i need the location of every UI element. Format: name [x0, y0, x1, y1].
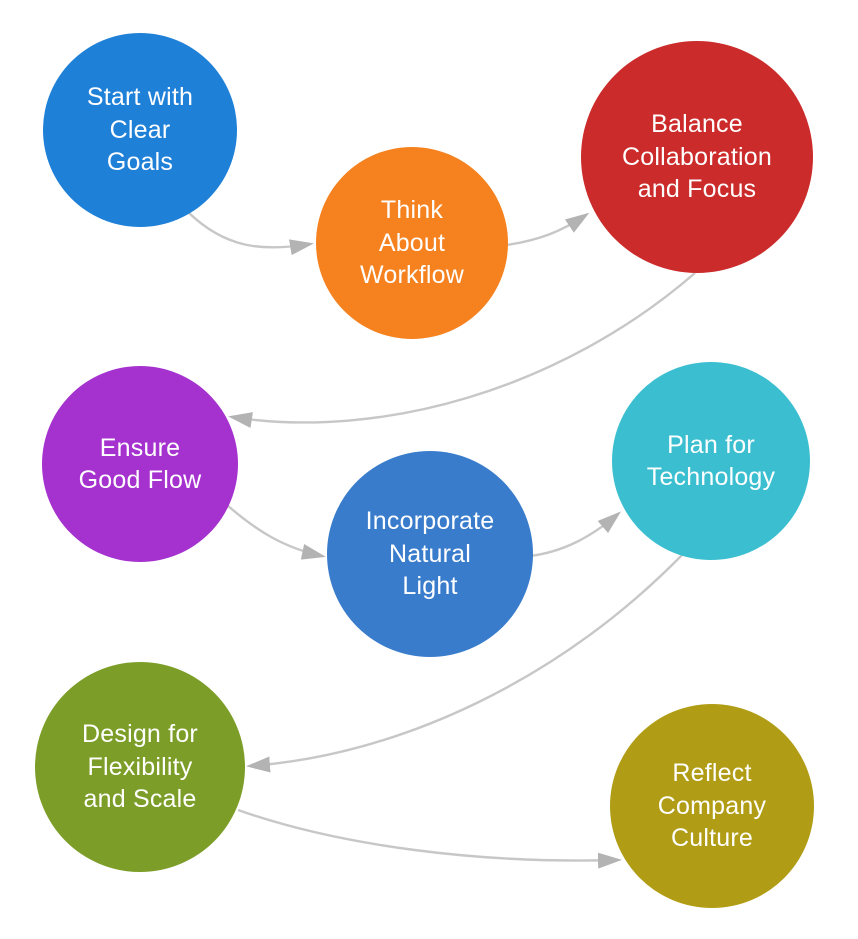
- node-label: Ensure Good Flow: [78, 433, 202, 495]
- node-label: Balance Collaboration and Focus: [622, 110, 772, 204]
- edge-start-to-workflow: [187, 211, 314, 256]
- node-label: Design for Flexibility and Scale: [82, 720, 198, 814]
- node-label: Plan for Technology: [646, 430, 776, 492]
- node-label: Think About Workflow: [360, 196, 464, 290]
- node-design-for-flexibility-and-scale: Design for Flexibility and Scale: [35, 662, 245, 872]
- node-reflect-company-culture: Reflect Company Culture: [610, 704, 814, 908]
- node-label: Incorporate Natural Light: [365, 507, 495, 601]
- node-label: Reflect Company Culture: [657, 759, 767, 853]
- node-plan-for-technology: Plan for Technology: [612, 362, 810, 560]
- node-incorporate-natural-light: Incorporate Natural Light: [327, 451, 533, 657]
- edge-light-to-technology: [529, 511, 622, 558]
- node-label: Start with Clear Goals: [86, 83, 194, 177]
- edge-flexibility-to-culture: [237, 808, 622, 869]
- node-ensure-good-flow: Ensure Good Flow: [42, 366, 238, 562]
- node-balance-collaboration-and-focus: Balance Collaboration and Focus: [581, 41, 813, 273]
- node-think-about-workflow: Think About Workflow: [316, 147, 508, 339]
- edge-flow-to-light: [226, 504, 326, 560]
- node-start-with-clear-goals: Start with Clear Goals: [43, 33, 237, 227]
- edge-workflow-to-balance: [506, 212, 590, 247]
